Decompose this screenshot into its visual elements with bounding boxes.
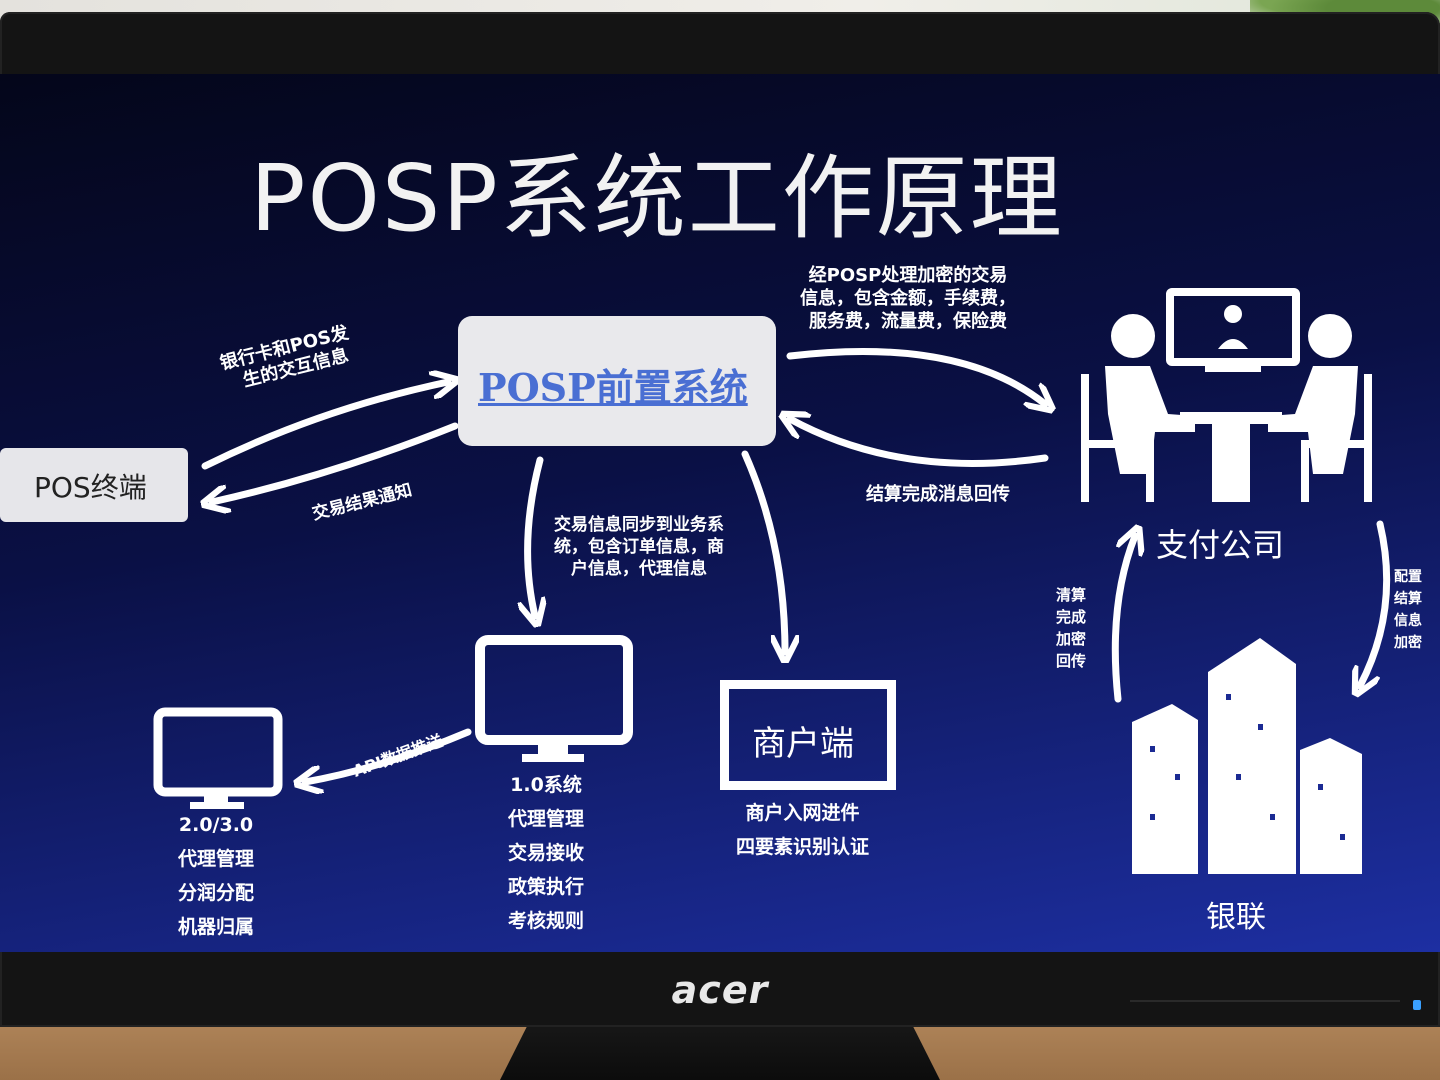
arrow-unionpay-to-company xyxy=(1111,536,1135,703)
edge-label-line: 经POSP处理加密的交易 xyxy=(808,265,1008,286)
payment-company-label: 支付公司 xyxy=(1156,526,1285,564)
unionpay-label: 银联 xyxy=(1206,900,1266,935)
system-v1-details: 1.0系统 代理管理 交易接收 政策执行 考核规则 xyxy=(508,768,584,938)
system-v2-details: 2.0/3.0 代理管理 分润分配 机器归属 xyxy=(178,808,254,944)
arrow-company-to-posp xyxy=(790,419,1049,467)
edge-label-line: 信息，包含金额，手续费， xyxy=(800,288,1016,309)
edge-label-line: 户信息，代理信息 xyxy=(571,559,707,579)
payment-company-icon xyxy=(1081,288,1372,502)
system-v2-item: 分润分配 xyxy=(178,882,255,904)
pos-terminal-label: POS终端 xyxy=(34,471,147,504)
diagram-graphics xyxy=(153,288,1391,874)
arrow-posp-to-v1 xyxy=(528,456,540,616)
edge-label-line: 配置 xyxy=(1394,569,1422,585)
merchant-note: 四要素识别认证 xyxy=(736,836,870,858)
unionpay-buildings-icon xyxy=(1132,638,1362,874)
system-v2-label: 2.0/3.0 xyxy=(178,814,254,836)
edge-label-line: 信息 xyxy=(1394,613,1422,629)
arrow-posp-to-pos xyxy=(212,422,459,502)
arrow-posp-to-company xyxy=(786,347,1045,404)
posp-front-system-box xyxy=(458,316,776,446)
arrow-company-to-unionpay xyxy=(1360,520,1391,686)
system-v2-monitor-icon xyxy=(153,707,283,809)
system-v2-item: 代理管理 xyxy=(178,848,255,870)
page-title: POSP系统工作原理 xyxy=(250,145,1064,252)
edge-label-company-to-posp: 结算完成消息回传 xyxy=(866,484,1010,505)
monitor-brand-logo: acer xyxy=(671,968,769,1012)
pos-terminal-box xyxy=(0,448,188,522)
edge-label-line: 服务费，流量费，保险费 xyxy=(809,311,1007,332)
system-v1-monitor-icon xyxy=(475,635,633,762)
system-v1-item: 政策执行 xyxy=(508,876,585,898)
edge-label-line: 加密 xyxy=(1056,630,1087,648)
arrow-posp-to-merchant xyxy=(741,450,785,652)
system-v1-item: 考核规则 xyxy=(508,910,585,932)
edge-label-line: 统，包含订单信息，商 xyxy=(554,537,724,557)
edge-label-line: 清算 xyxy=(1056,586,1087,604)
edge-label-unionpay-to-company: 清算 完成 加密 回传 xyxy=(1056,584,1086,672)
arrow-v1-to-v2 xyxy=(305,728,472,782)
edge-label-company-to-unionpay: 配置 结算 信息 加密 xyxy=(1394,566,1422,654)
system-v2-item: 机器归属 xyxy=(178,916,255,938)
monitor-screen: POSP系统工作原理 POSP前置系统 POS终端 银行卡和POS发 生的交互信… xyxy=(0,74,1440,952)
edge-label-line: 结算 xyxy=(1394,591,1422,607)
system-v1-item: 代理管理 xyxy=(508,808,585,830)
edge-label-posp-to-systems: 交易信息同步到业务系 统，包含订单信息，商 户信息，代理信息 xyxy=(554,514,724,580)
arrow-pos-to-posp xyxy=(201,382,448,470)
merchant-notes: 商户入网进件 四要素识别认证 xyxy=(736,796,869,864)
edge-label-posp-to-company: 经POSP处理加密的交易 信息，包含金额，手续费， 服务费，流量费，保险费 xyxy=(800,264,1016,333)
merchant-label: 商户端 xyxy=(752,724,854,764)
edge-label-line: 交易信息同步到业务系 xyxy=(554,515,724,535)
system-v1-label: 1.0系统 xyxy=(510,774,582,796)
edge-label-line: 加密 xyxy=(1394,635,1422,651)
power-led-icon xyxy=(1413,1000,1421,1010)
edge-label-line: 完成 xyxy=(1056,608,1087,626)
merchant-note: 商户入网进件 xyxy=(745,802,860,824)
merchant-frame xyxy=(720,680,896,790)
posp-front-system-label: POSP前置系统 xyxy=(478,365,748,410)
monitor-buttons[interactable] xyxy=(1130,1000,1400,1008)
edge-label-line: 回传 xyxy=(1056,652,1087,670)
system-v1-item: 交易接收 xyxy=(508,842,585,864)
